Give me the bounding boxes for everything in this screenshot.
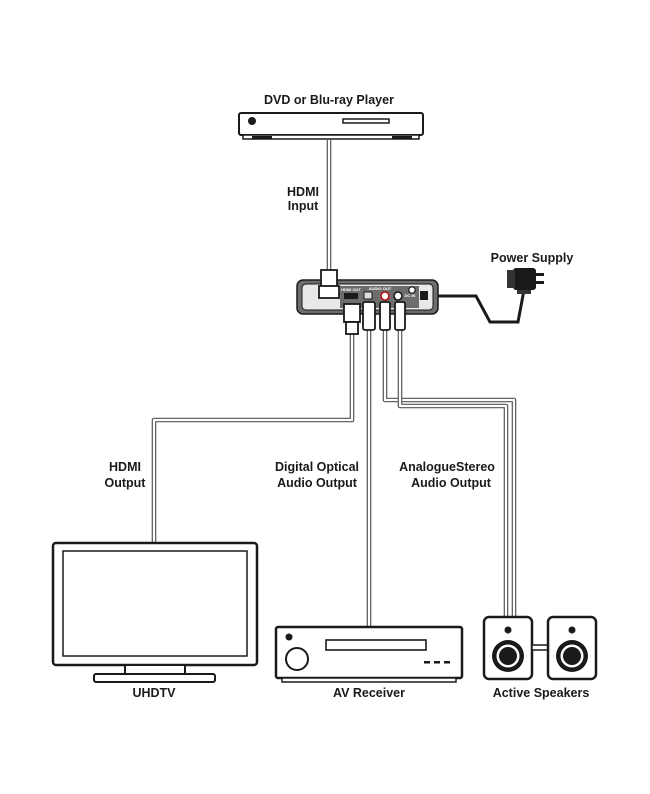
active-speakers-label: Active Speakers [493, 686, 590, 700]
uhdtv-label: UHDTV [132, 686, 176, 700]
player-label: DVD or Blu-ray Player [264, 93, 394, 107]
audio-left-jack [393, 291, 403, 301]
power-button-icon [248, 117, 256, 125]
hdmi-input-label-line2: Input [288, 199, 319, 213]
av-receiver-device [274, 625, 464, 683]
optical-label-line2: Audio Output [277, 476, 358, 490]
audio-out-port-label: AUDIO OUT [369, 286, 392, 291]
dc-plug [420, 291, 428, 300]
hdmi-input-label-line1: HDMI [287, 185, 319, 199]
tweeter-icon [568, 626, 576, 634]
dc-in-port [408, 286, 416, 294]
hdmi-out-port [344, 293, 358, 299]
receiver-power-icon [285, 633, 293, 641]
av-receiver-label: AV Receiver [333, 686, 405, 700]
rca-left-connector [394, 301, 406, 331]
receiver-display [325, 639, 427, 651]
woofer-icon [499, 647, 517, 665]
speaker-link-cable [531, 644, 549, 651]
analogue-label-line2: Audio Output [411, 476, 492, 490]
optical-connector [362, 301, 376, 331]
hdmi-output-label-line2: Output [105, 476, 147, 490]
dc-in-port-label: DC IN [405, 293, 416, 298]
right-speaker-device [546, 615, 598, 681]
dvd-player-device [238, 112, 424, 140]
analogue-label-line1: AnalogueStereo [399, 460, 495, 474]
volume-knob-icon [285, 647, 309, 671]
power-cable [424, 289, 526, 324]
rca-right-connector [379, 301, 391, 331]
tweeter-icon [504, 626, 512, 634]
hdmi-input-connector [318, 269, 340, 299]
power-adapter-icon [507, 268, 544, 294]
analogue-cable [382, 330, 517, 618]
hdmi-output-cable [151, 332, 355, 548]
optical-port [363, 291, 373, 300]
hdmi-output-connector [343, 303, 361, 335]
hdmi-output-label-line1: HDMI [109, 460, 141, 474]
disc-tray-icon [342, 118, 390, 124]
woofer-icon [563, 647, 581, 665]
left-speaker-device [482, 615, 534, 681]
audio-right-jack [380, 291, 390, 301]
optical-label-line1: Digital Optical [275, 460, 359, 474]
power-supply-label: Power Supply [491, 251, 574, 265]
uhdtv-device [51, 541, 259, 683]
hdmi-out-port-label: HDMI OUT [341, 287, 361, 292]
